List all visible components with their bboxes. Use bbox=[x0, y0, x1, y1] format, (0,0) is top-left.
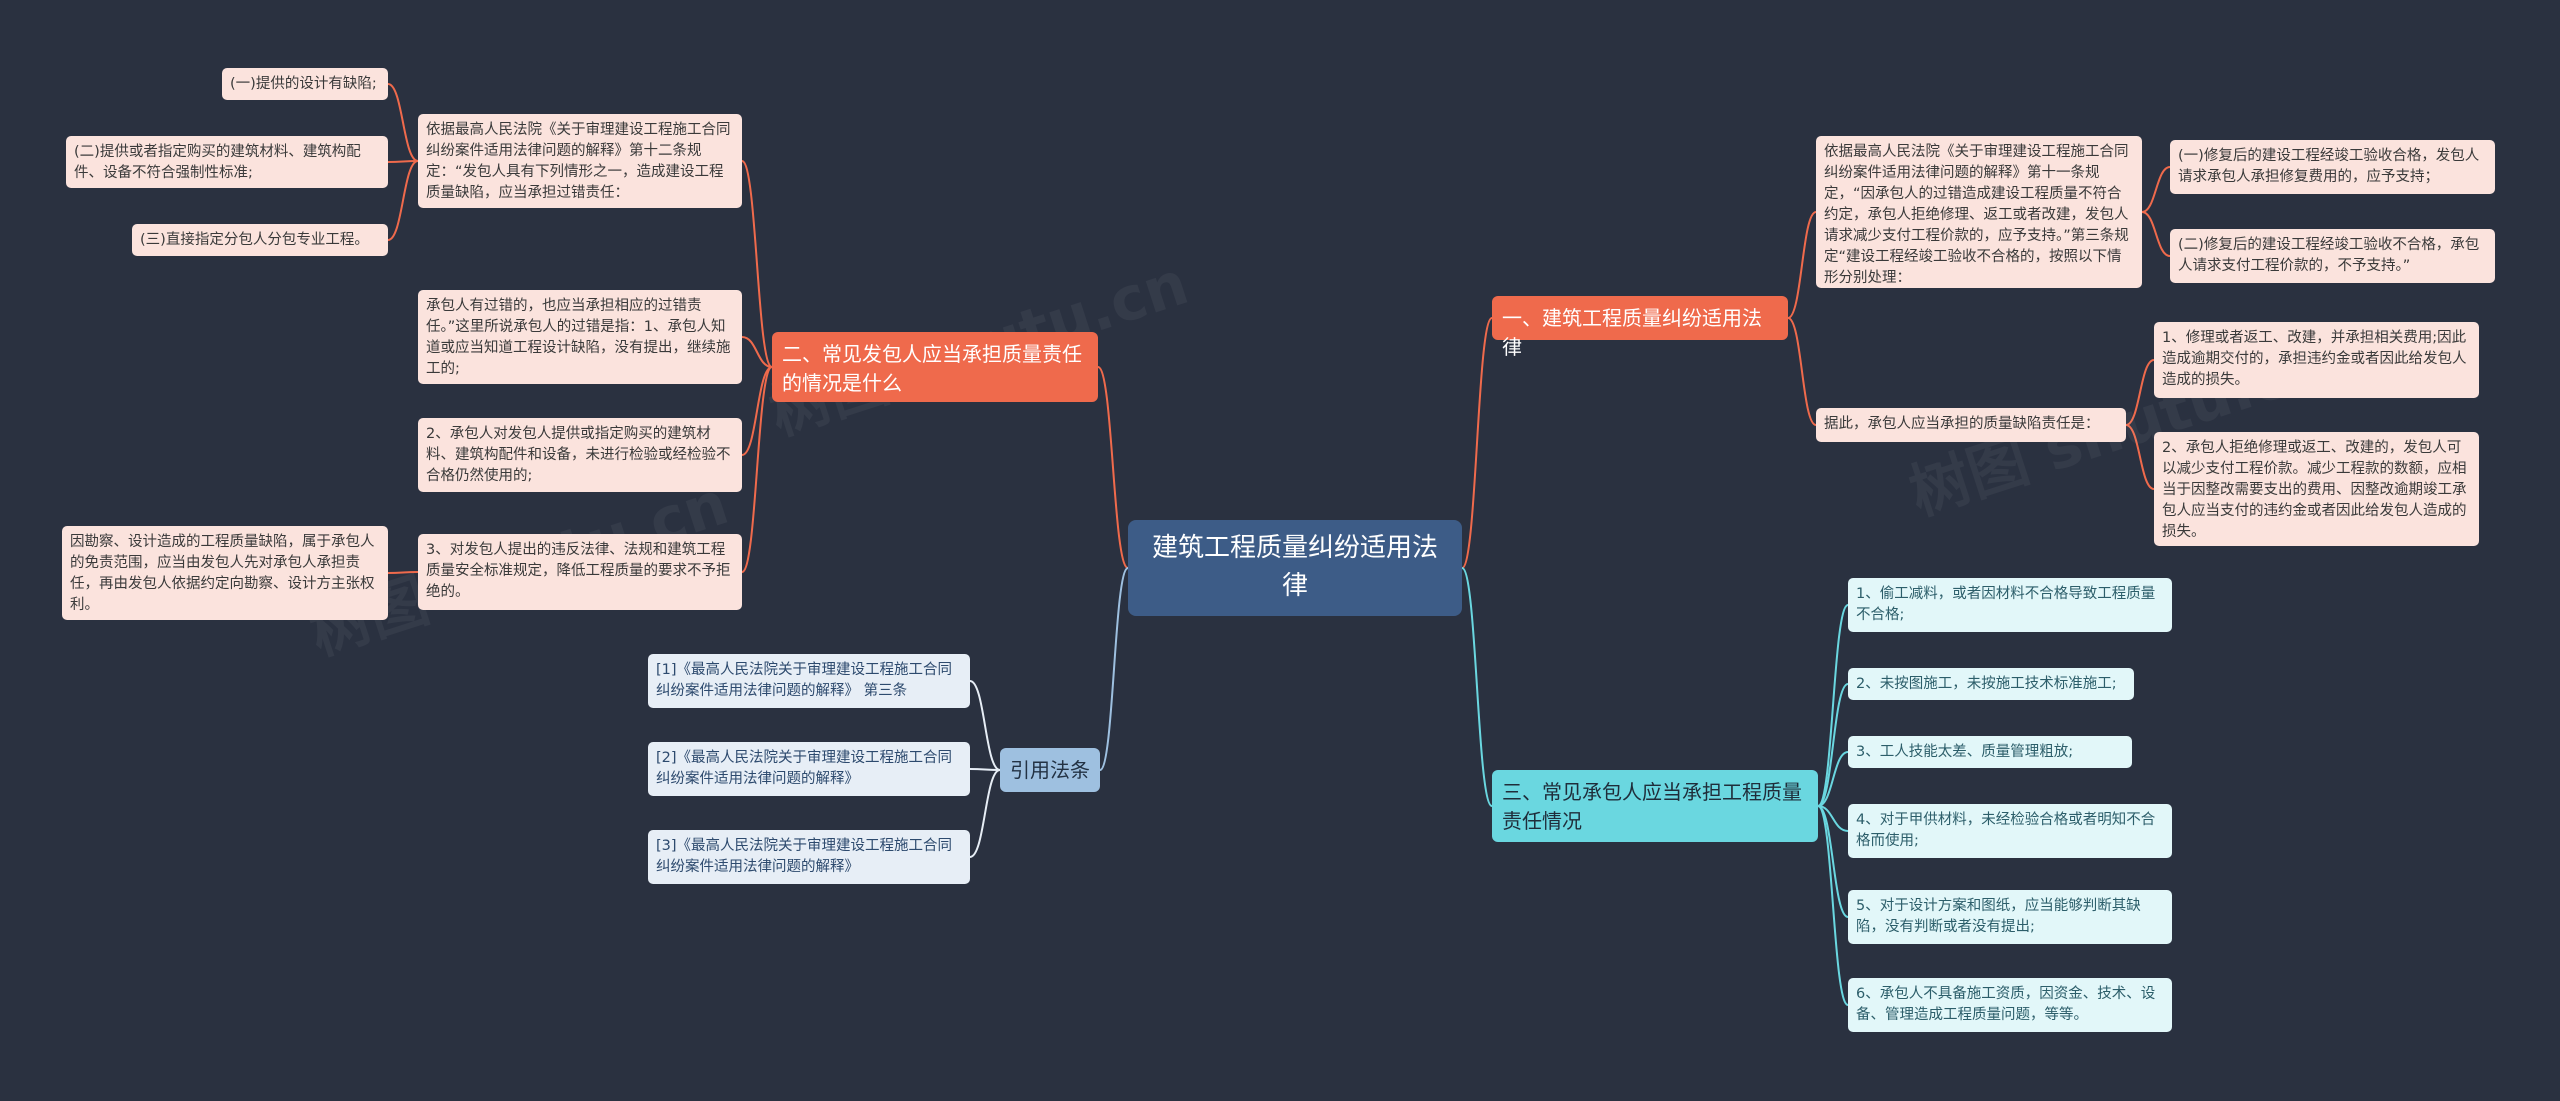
connector-line bbox=[741, 160, 773, 368]
branch-1-liability-2[interactable]: 2、承包人拒绝修理或返工、改建的，发包人可以减少支付工程价款。减少工程款的数额，… bbox=[2154, 432, 2479, 546]
connector-line bbox=[1461, 567, 1493, 807]
root-topic-label: 建筑工程质量纠纷适用法律 bbox=[1152, 533, 1439, 601]
branch-1-summary[interactable]: 据此，承包人应当承担的质量缺陷责任是： bbox=[1816, 408, 2126, 442]
citation-1-label: [1]《最高人民法院关于审理建设工程施工合同纠纷案件适用法律问题的解释》 第三条 bbox=[656, 662, 953, 700]
connector-line bbox=[1097, 366, 1129, 569]
branch-1-summary-label: 据此，承包人应当承担的质量缺陷责任是： bbox=[1824, 416, 2100, 432]
connector-line bbox=[387, 160, 419, 241]
root-topic[interactable]: 建筑工程质量纠纷适用法律 bbox=[1128, 520, 1462, 616]
citation-1[interactable]: [1]《最高人民法院关于审理建设工程施工合同纠纷案件适用法律问题的解释》 第三条 bbox=[648, 654, 970, 708]
branch-1-liability-1-label: 1、修理或者返工、改建，并承担相关费用;因此造成逾期交付的，承担违约金或者因此给… bbox=[2162, 330, 2467, 389]
branch-topic-4[interactable]: 引用法条 bbox=[1000, 748, 1100, 792]
branch-topic-1[interactable]: 一、建筑工程质量纠纷适用法律 bbox=[1492, 296, 1788, 359]
connector-line bbox=[1817, 805, 1849, 1006]
connector-line bbox=[969, 769, 1001, 858]
branch-3-item-5[interactable]: 5、对于设计方案和图纸，应当能够判断其缺陷，没有判断或者没有提出; bbox=[1848, 890, 2172, 944]
branch-3-item-6-label: 6、承包人不具备施工资质，因资金、技术、设备、管理造成工程质量问题，等等。 bbox=[1856, 986, 2156, 1024]
connector-line bbox=[1099, 567, 1129, 771]
branch-3-item-4-label: 4、对于甲供材料，未经检验合格或者明知不合格而使用; bbox=[1856, 812, 2156, 850]
branch-2-exemption-label: 因勘察、设计造成的工程质量缺陷，属于承包人的免责范围，应当由发包人先对承包人承担… bbox=[70, 534, 375, 614]
connector-line bbox=[741, 336, 773, 368]
branch-3-item-5-label: 5、对于设计方案和图纸，应当能够判断其缺陷，没有判断或者没有提出; bbox=[1856, 898, 2141, 936]
branch-1-law-text-label: 依据最高人民法院《关于审理建设工程施工合同纠纷案件适用法律问题的解释》第十一条规… bbox=[1824, 144, 2129, 287]
branch-1-law-case-1-label: (一)修复后的建设工程经竣工验收合格，发包人请求承包人承担修复费用的，应予支持； bbox=[2178, 148, 2480, 186]
branch-1-law-case-2-label: (二)修复后的建设工程经竣工验收不合格，承包人请求支付工程价款的，不予支持。” bbox=[2178, 237, 2480, 275]
branch-2-case-3[interactable]: (三)直接指定分包人分包专业工程。 bbox=[132, 224, 388, 256]
branch-topic-4-label: 引用法条 bbox=[1010, 758, 1090, 782]
connector-line bbox=[2141, 166, 2171, 213]
connector-line bbox=[2125, 424, 2155, 490]
branch-3-item-3[interactable]: 3、工人技能太差、质量管理粗放; bbox=[1848, 736, 2132, 768]
connector-line bbox=[1817, 683, 1849, 807]
branch-2-contractor-fault[interactable]: 承包人有过错的，也应当承担相应的过错责任。”这里所说承包人的过错是指：1、承包人… bbox=[418, 290, 742, 384]
branch-topic-2[interactable]: 二、常见发包人应当承担质量责任的情况是什么 bbox=[772, 332, 1098, 402]
branch-3-item-1[interactable]: 1、偷工减料，或者因材料不合格导致工程质量不合格; bbox=[1848, 578, 2172, 632]
branch-2-case-2[interactable]: (二)提供或者指定购买的建筑材料、建筑构配件、设备不符合强制性标准; bbox=[66, 136, 388, 188]
branch-3-item-1-label: 1、偷工减料，或者因材料不合格导致工程质量不合格; bbox=[1856, 586, 2156, 624]
branch-1-liability-1[interactable]: 1、修理或者返工、改建，并承担相关费用;因此造成逾期交付的，承担违约金或者因此给… bbox=[2154, 322, 2479, 398]
branch-2-item-2-label: 2、承包人对发包人提供或指定购买的建筑材料、建筑构配件和设备，未进行检验或经检验… bbox=[426, 426, 731, 485]
branch-3-item-6[interactable]: 6、承包人不具备施工资质，因资金、技术、设备、管理造成工程质量问题，等等。 bbox=[1848, 978, 2172, 1032]
citation-2-label: [2]《最高人民法院关于审理建设工程施工合同纠纷案件适用法律问题的解释》 bbox=[656, 750, 953, 788]
branch-2-case-3-label: (三)直接指定分包人分包专业工程。 bbox=[140, 232, 369, 248]
branch-2-item-2[interactable]: 2、承包人对发包人提供或指定购买的建筑材料、建筑构配件和设备，未进行检验或经检验… bbox=[418, 418, 742, 492]
branch-1-law-text[interactable]: 依据最高人民法院《关于审理建设工程施工合同纠纷案件适用法律问题的解释》第十一条规… bbox=[1816, 136, 2142, 288]
connector-line bbox=[2125, 359, 2155, 426]
citation-3[interactable]: [3]《最高人民法院关于审理建设工程施工合同纠纷案件适用法律问题的解释》 bbox=[648, 830, 970, 884]
connector-line bbox=[1461, 317, 1493, 569]
branch-1-liability-2-label: 2、承包人拒绝修理或返工、改建的，发包人可以减少支付工程价款。减少工程款的数额，… bbox=[2162, 440, 2467, 541]
connector-line bbox=[1787, 211, 1817, 319]
connector-line bbox=[387, 571, 419, 574]
branch-3-item-4[interactable]: 4、对于甲供材料，未经检验合格或者明知不合格而使用; bbox=[1848, 804, 2172, 858]
branch-topic-2-label: 二、常见发包人应当承担质量责任的情况是什么 bbox=[782, 342, 1082, 395]
branch-3-item-3-label: 3、工人技能太差、质量管理粗放; bbox=[1856, 744, 2074, 760]
connector-line bbox=[969, 680, 1001, 771]
branch-2-case-1-label: (一)提供的设计有缺陷; bbox=[230, 76, 377, 92]
branch-1-law-case-2[interactable]: (二)修复后的建设工程经竣工验收不合格，承包人请求支付工程价款的，不予支持。” bbox=[2170, 229, 2495, 283]
connector-line bbox=[741, 366, 773, 456]
branch-topic-3-label: 三、常见承包人应当承担工程质量责任情况 bbox=[1502, 780, 1802, 833]
branch-2-item-3[interactable]: 3、对发包人提出的违反法律、法规和建筑工程质量安全标准规定，降低工程质量的要求不… bbox=[418, 534, 742, 610]
branch-2-law-text-label: 依据最高人民法院《关于审理建设工程施工合同纠纷案件适用法律问题的解释》第十二条规… bbox=[426, 122, 731, 202]
connector-line bbox=[1787, 317, 1817, 426]
branch-3-item-2-label: 2、未按图施工，未按施工技术标准施工; bbox=[1856, 676, 2117, 692]
branch-2-case-1[interactable]: (一)提供的设计有缺陷; bbox=[222, 68, 388, 100]
branch-topic-3[interactable]: 三、常见承包人应当承担工程质量责任情况 bbox=[1492, 770, 1818, 842]
citation-2[interactable]: [2]《最高人民法院关于审理建设工程施工合同纠纷案件适用法律问题的解释》 bbox=[648, 742, 970, 796]
branch-2-item-3-label: 3、对发包人提出的违反法律、法规和建筑工程质量安全标准规定，降低工程质量的要求不… bbox=[426, 542, 731, 601]
branch-2-case-2-label: (二)提供或者指定购买的建筑材料、建筑构配件、设备不符合强制性标准; bbox=[74, 144, 361, 182]
connector-line bbox=[387, 83, 419, 162]
branch-3-item-2[interactable]: 2、未按图施工，未按施工技术标准施工; bbox=[1848, 668, 2134, 700]
citation-3-label: [3]《最高人民法院关于审理建设工程施工合同纠纷案件适用法律问题的解释》 bbox=[656, 838, 953, 876]
branch-2-law-text[interactable]: 依据最高人民法院《关于审理建设工程施工合同纠纷案件适用法律问题的解释》第十二条规… bbox=[418, 114, 742, 208]
branch-2-contractor-fault-label: 承包人有过错的，也应当承担相应的过错责任。”这里所说承包人的过错是指：1、承包人… bbox=[426, 298, 731, 378]
branch-2-exemption[interactable]: 因勘察、设计造成的工程质量缺陷，属于承包人的免责范围，应当由发包人先对承包人承担… bbox=[62, 526, 388, 620]
branch-1-law-case-1[interactable]: (一)修复后的建设工程经竣工验收合格，发包人请求承包人承担修复费用的，应予支持； bbox=[2170, 140, 2495, 194]
branch-topic-1-label: 一、建筑工程质量纠纷适用法律 bbox=[1502, 306, 1762, 359]
connector-line bbox=[741, 366, 773, 573]
connector-line bbox=[387, 160, 419, 163]
connector-line bbox=[2141, 211, 2171, 257]
connector-line bbox=[1817, 751, 1849, 807]
connector-line bbox=[1817, 604, 1849, 807]
connector-line bbox=[969, 768, 1001, 771]
